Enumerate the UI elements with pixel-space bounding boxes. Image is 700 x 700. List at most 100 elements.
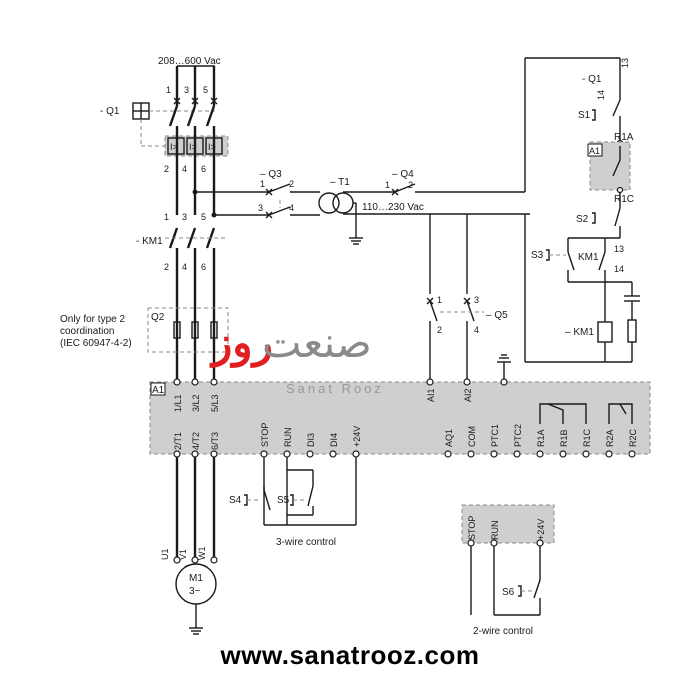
svg-text:RUN: RUN	[490, 521, 500, 541]
type2-note-line1: Only for type 2	[60, 314, 125, 325]
svg-text:6: 6	[201, 164, 206, 174]
svg-text:4: 4	[474, 325, 479, 335]
q5-label: – Q5	[486, 310, 508, 321]
right-q1-label: - Q1	[582, 74, 602, 85]
motor-m1: U1 V1 W1 M1 3~	[160, 457, 218, 635]
svg-text:1: 1	[166, 85, 171, 95]
svg-text:2: 2	[164, 164, 169, 174]
r1a-label: R1A	[614, 132, 634, 143]
watermark-logo-fa: روز	[212, 319, 273, 366]
svg-text:AI1: AI1	[426, 388, 436, 402]
type2-note-line2: coordination	[60, 326, 114, 337]
svg-text:13: 13	[620, 58, 630, 68]
svg-text:3: 3	[474, 295, 479, 305]
svg-text:PTC1: PTC1	[490, 424, 500, 447]
svg-text:13: 13	[614, 244, 624, 254]
watermark-logo-en: Sanat Rooz	[286, 381, 384, 396]
svg-text:R1A: R1A	[536, 429, 546, 447]
drive-power-in-terminals: 1/L1 3/L2 5/L3	[173, 378, 220, 412]
svg-text:5/L3: 5/L3	[210, 394, 220, 412]
s4-label: S4	[229, 495, 242, 506]
svg-text:5: 5	[201, 212, 206, 222]
svg-text:3~: 3~	[189, 586, 201, 597]
control-supply: 1 2 3 4 – Q3 – T1 110…230 Vac 1 2 – Q4	[195, 169, 530, 245]
svg-text:5: 5	[203, 85, 208, 95]
s3-label: S3	[531, 250, 544, 261]
svg-text:6/T3: 6/T3	[210, 432, 220, 450]
q2-label: Q2	[151, 312, 165, 323]
svg-text:COM: COM	[467, 426, 477, 447]
r1c-label: R1C	[614, 194, 634, 205]
website-url: www.sanatrooz.com	[220, 640, 480, 670]
drive-a1-block	[149, 381, 651, 455]
svg-text:4/T2: 4/T2	[191, 432, 201, 450]
supply-phases: 1 3 5	[166, 65, 218, 127]
a1-small-label: A1	[589, 146, 600, 156]
svg-text:R1C: R1C	[582, 428, 592, 447]
svg-text:2/T1: 2/T1	[173, 432, 183, 450]
s1-label: S1	[578, 110, 591, 121]
svg-text:3: 3	[184, 85, 189, 95]
svg-text:1: 1	[437, 295, 442, 305]
svg-text:DI4: DI4	[329, 433, 339, 447]
svg-text:14: 14	[596, 90, 606, 100]
t1-label: – T1	[330, 177, 350, 188]
q2-fuse-box	[147, 307, 229, 353]
ground-icon	[497, 354, 511, 382]
svg-text:3/L2: 3/L2	[191, 394, 201, 412]
trip-unit-block	[164, 135, 229, 157]
svg-text:4: 4	[289, 203, 294, 213]
km1-coil	[597, 321, 613, 343]
svg-text:W1: W1	[197, 547, 207, 561]
q3-label: – Q3	[260, 169, 282, 180]
svg-text:V1: V1	[178, 549, 188, 560]
svg-text:R2C: R2C	[628, 428, 638, 447]
s6-label: S6	[502, 587, 515, 598]
svg-text:2: 2	[164, 262, 169, 272]
s2-label: S2	[576, 214, 589, 225]
svg-text:2: 2	[289, 179, 294, 189]
svg-text:2: 2	[437, 325, 442, 335]
svg-text:AQ1: AQ1	[444, 429, 454, 447]
svg-text:DI3: DI3	[306, 433, 316, 447]
svg-text:U1: U1	[160, 548, 170, 560]
q5-switch: 1 3 – Q5 2 4	[426, 214, 508, 382]
svg-text:4: 4	[182, 262, 187, 272]
svg-text:6: 6	[201, 262, 206, 272]
supply-voltage-label: 208…600 Vac	[158, 56, 221, 67]
svg-text:1/L1: 1/L1	[173, 394, 183, 412]
line-contactor-control: 13 - Q1 14 S1 R1A A1 R1C S2 S3 13 14 KM1	[524, 57, 640, 363]
drive-analog-in-terminals: AI1 AI2	[426, 378, 508, 402]
drive-a1-label: A1	[152, 385, 165, 396]
svg-text:1: 1	[164, 212, 169, 222]
svg-text:RUN: RUN	[283, 428, 293, 448]
svg-text:4: 4	[182, 164, 187, 174]
watermark-logo-fa2: صنعت	[262, 319, 372, 366]
two-wire-label: 2-wire control	[473, 626, 533, 637]
svg-text:14: 14	[614, 264, 624, 274]
breaker-q1-label: - Q1	[100, 106, 120, 117]
trip-icon: I>	[170, 142, 178, 152]
svg-text:AI2: AI2	[463, 388, 473, 402]
contactor-km1: 1 3 5 2 4 6	[164, 212, 225, 380]
three-wire-label: 3-wire control	[276, 537, 336, 548]
transformer-output-label: 110…230 Vac	[362, 202, 424, 213]
svg-text:STOP: STOP	[467, 516, 477, 540]
svg-text:PTC2: PTC2	[513, 424, 523, 447]
svg-text:R2A: R2A	[605, 429, 615, 447]
three-wire-control: S4 S5 3-wire control	[229, 457, 357, 548]
svg-text:1: 1	[260, 179, 265, 189]
svg-text:2: 2	[408, 180, 413, 190]
svg-text:R1B: R1B	[559, 429, 569, 447]
type2-note-line3: (IEC 60947-4-2)	[60, 338, 132, 349]
contactor-km1-label: - KM1	[136, 236, 163, 247]
svg-text:STOP: STOP	[260, 423, 270, 447]
km1-contact-label: KM1	[578, 252, 599, 263]
drive-io-terminals: AQ1 COM PTC1 PTC2 R1A R1B R1C R2A R2C	[444, 403, 638, 458]
svg-text:+24V: +24V	[352, 426, 362, 447]
drive-control-terminals: STOP RUN DI3 DI4 +24V	[260, 423, 362, 458]
two-wire-control: STOP RUN +24V S6 2-wire control	[461, 504, 555, 637]
s5-label: S5	[277, 495, 290, 506]
svg-text:+24V: +24V	[536, 519, 546, 540]
